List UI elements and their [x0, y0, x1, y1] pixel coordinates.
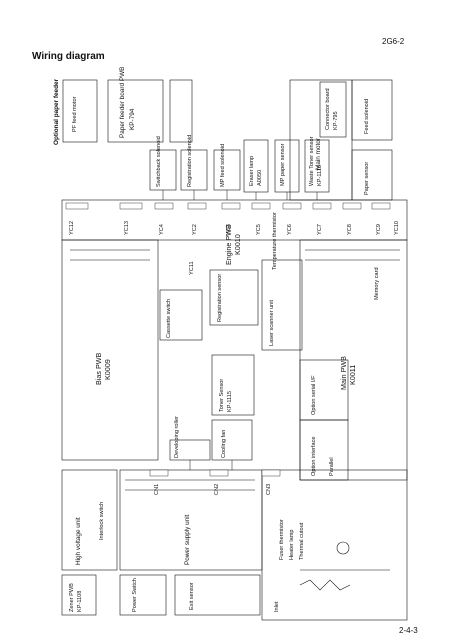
main-pwb-code: K0011	[348, 364, 357, 385]
label-yc4: YC4	[159, 224, 165, 235]
parallel-label: Parallel	[329, 457, 335, 476]
option-interface-label: Option interface	[311, 436, 317, 477]
page-code: 2G6-2	[382, 37, 405, 46]
eraser-lamp-box	[243, 139, 269, 193]
connector-cn3	[261, 469, 281, 477]
label-yc7: YC7	[317, 224, 323, 235]
option-interface-box	[299, 419, 349, 481]
zener-pwb-code: KP-1108	[77, 590, 83, 612]
exit-sensor-box	[174, 574, 261, 616]
connector-yc7	[312, 202, 332, 210]
label-yc6: YC6	[287, 224, 293, 235]
label-yc11: YC11	[189, 261, 195, 275]
mp-feed-solenoid-label: MP feed solenoid	[220, 143, 226, 187]
connector-cn2	[209, 469, 229, 477]
registration-solenoid-label: Registration solenoid	[187, 134, 193, 187]
paper-feeder-pwb-name: Paper feeder board PWB	[119, 66, 126, 138]
eraser-lamp-code: A0050	[257, 169, 263, 186]
mp-paper-sensor-box	[274, 139, 300, 193]
thermal-cutout-label: Thermal cutout	[299, 522, 305, 560]
registration-sensor-label: Registration sensor	[217, 273, 223, 322]
temperature-thermistor-label: Temperature thermistor	[272, 212, 278, 270]
feed-solenoid-box	[351, 79, 393, 141]
developing-roller-label: Developing roller	[174, 416, 180, 458]
pf-feed-motor-label: PF feed motor	[72, 96, 78, 132]
connector-yc8	[342, 202, 362, 210]
label-yc2: YC2	[192, 224, 198, 235]
registration-solenoid-box	[180, 149, 208, 191]
main-pwb-name: Main PWB	[339, 356, 348, 390]
pf-feed-motor-box	[62, 79, 98, 143]
fuser-area-box	[261, 469, 408, 621]
cassette-switch-box	[159, 289, 203, 341]
zener-pwb-name: Zener PWB	[69, 583, 75, 612]
mp-feed-solenoid-box	[213, 149, 241, 191]
connector-yc3	[221, 202, 241, 210]
engine-pwb-code: K0010	[233, 234, 242, 255]
heater-lamp-label: Heater lamp	[289, 529, 295, 560]
toner-sensor-label: Toner Sensor	[219, 378, 225, 412]
label-yc5: YC5	[256, 224, 262, 235]
bias-pwb-code: K0009	[103, 359, 112, 380]
toner-sensor-code: KP-1115	[227, 391, 233, 412]
high-voltage-unit-box	[61, 469, 118, 571]
bias-pwb-box	[61, 239, 159, 461]
connector-cn1	[149, 469, 169, 477]
connector-board-code: KP-795	[333, 111, 339, 130]
option-serial-label: Option serial I/F	[311, 375, 317, 415]
exit-sensor-label: Exit sensor	[189, 582, 195, 610]
connector-yc4	[154, 202, 174, 210]
label-yc12: YC12	[69, 221, 75, 235]
main-motor-label: Main motor	[315, 138, 322, 170]
fuser-thermistor-label: Fuser thermistor	[279, 519, 285, 560]
connector-yc2	[187, 202, 207, 210]
power-switch-label: Power Switch	[132, 578, 138, 612]
connector-board-box	[319, 81, 347, 138]
paper-feeder-connector-block	[169, 79, 193, 143]
cooling-fan-label: Cooling fan	[221, 429, 227, 458]
label-yc9: YC9	[376, 224, 382, 235]
page-number: 2-4-3	[399, 626, 418, 635]
toner-sensor-box	[211, 354, 255, 416]
label-cn2: CN2	[214, 483, 220, 495]
label-cn3: CN3	[266, 483, 272, 495]
paper-sensor-box	[351, 149, 393, 201]
connector-yc9	[371, 202, 391, 210]
feed-solenoid-label: Feed solenoid	[364, 98, 370, 134]
eraser-lamp-label: Eraser lamp	[249, 155, 255, 186]
bias-pwb-name: Bias PWB	[94, 352, 103, 385]
connector-yc5	[251, 202, 271, 210]
zener-pwb-box	[61, 574, 97, 616]
label-yc10: YC10	[394, 221, 400, 235]
optional-feeder-label: Optional paper feeder	[53, 78, 60, 145]
switchback-solenoid-label: Switchback solenoid	[156, 136, 162, 187]
engine-pwb-box	[61, 199, 408, 241]
paper-feeder-pwb-code: KP-794	[129, 108, 136, 130]
high-voltage-unit-label: High voltage unit	[75, 517, 82, 565]
paper-sensor-label: Paper sensor	[364, 161, 370, 195]
power-switch-box	[119, 574, 167, 616]
connector-yc12	[65, 202, 89, 210]
inlet-label: Inlet	[274, 601, 280, 612]
label-yc8: YC8	[347, 224, 353, 235]
connector-board-label: Connector board	[325, 88, 331, 130]
power-supply-unit-label: Power supply unit	[184, 514, 191, 565]
connector-yc6	[282, 202, 302, 210]
interlock-switch-label: Interlock switch	[99, 501, 105, 540]
page-title: Wiring diagram	[32, 51, 105, 62]
memory-card-label: Memory card	[374, 267, 380, 300]
cooling-fan-box	[211, 419, 253, 461]
label-cn1: CN1	[154, 483, 160, 495]
label-yc3: YC3	[226, 224, 232, 235]
registration-sensor-box	[209, 269, 259, 326]
switchback-solenoid-box	[149, 149, 177, 191]
mp-paper-sensor-label: MP paper sensor	[280, 143, 286, 187]
laser-scanner-box	[261, 259, 303, 351]
laser-scanner-label: Laser scanner unit	[269, 299, 275, 346]
cassette-switch-label: Cassette switch	[166, 298, 172, 338]
connector-yc13	[119, 202, 143, 210]
paper-feeder-board-box	[107, 79, 164, 143]
label-yc13: YC13	[124, 221, 130, 235]
